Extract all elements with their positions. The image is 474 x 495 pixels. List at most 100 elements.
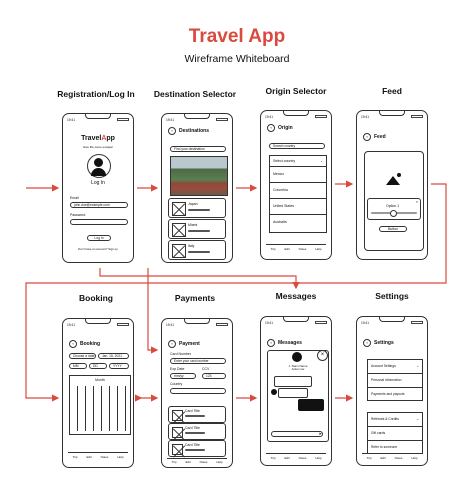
tab-help[interactable]: Help: [216, 460, 223, 464]
option-item[interactable]: Australia: [273, 220, 287, 224]
tab-edit[interactable]: Edit: [284, 456, 290, 460]
status-time: 19:41: [166, 323, 174, 327]
back-icon[interactable]: ‹: [267, 124, 275, 132]
country-select[interactable]: Select country⌄ Mexico Colombia United S…: [269, 155, 327, 233]
day-select[interactable]: DD: [89, 363, 107, 369]
tab-notes[interactable]: Notes: [394, 456, 403, 460]
status-time: 19:41: [166, 118, 174, 122]
list-item[interactable]: Miami: [168, 219, 226, 239]
search-input[interactable]: Find your destination: [170, 146, 226, 152]
phone-settings: 19:41 ‹Settings Account Settings⌄ Person…: [356, 316, 428, 466]
month-select[interactable]: MM: [69, 363, 87, 369]
phone-destination: 19:41 ‹Destinations Find your destinatio…: [161, 113, 233, 263]
card-number-input[interactable]: Enter your card number: [170, 358, 226, 364]
messages-header: ‹Messages: [267, 339, 302, 347]
chat-window: J. Stam Name Active now ➤: [267, 350, 329, 442]
cvv-input[interactable]: 123: [202, 373, 226, 379]
tab-bar: Trip Edit Notes Help: [362, 453, 422, 462]
login-button[interactable]: Log In: [87, 235, 111, 241]
tab-edit[interactable]: Edit: [380, 456, 386, 460]
year-select[interactable]: YYYY: [109, 363, 129, 369]
settings-group-account: Account Settings⌄ Personal Information P…: [367, 359, 423, 401]
flow-arrow-to-payments: [147, 268, 159, 354]
list-item[interactable]: Italy: [168, 240, 226, 260]
tab-notes[interactable]: Notes: [298, 247, 307, 251]
flow-arrow-feed-booking: [25, 183, 447, 402]
date-field[interactable]: Jan. 15, 2021: [98, 353, 129, 359]
chevron-down-icon: ⌄: [416, 417, 419, 421]
label-payments: Payments: [174, 293, 216, 303]
slider-handle[interactable]: [390, 210, 397, 217]
status-time: 19:41: [67, 118, 75, 122]
chevron-down-icon: ⌄: [320, 159, 323, 163]
tab-trip[interactable]: Trip: [171, 460, 177, 464]
settings-item[interactable]: Payments and payouts: [371, 392, 405, 396]
signup-link[interactable]: Don't have an account? Sign up: [78, 247, 118, 251]
password-field[interactable]: [70, 219, 128, 225]
tab-trip[interactable]: Trip: [270, 456, 276, 460]
phone-origin: 19:41 ‹Origin Search country Select coun…: [260, 110, 332, 260]
settings-item[interactable]: Referrals & Credits⌄: [368, 413, 422, 427]
origin-header: ‹Origin: [267, 124, 293, 132]
password-label: Password: [70, 213, 86, 217]
contact-name: J. Stam Name: [288, 364, 308, 368]
calendar[interactable]: Month: [69, 375, 131, 435]
tab-edit[interactable]: Edit: [86, 455, 92, 459]
app-logo: TravelApp: [81, 135, 115, 142]
tab-trip[interactable]: Trip: [366, 456, 372, 460]
settings-item[interactable]: Refer to someone: [371, 445, 398, 449]
close-icon: ×: [415, 200, 418, 204]
message-input[interactable]: [271, 431, 323, 437]
option-item[interactable]: Mexico: [270, 167, 326, 183]
tab-help[interactable]: Help: [315, 456, 322, 460]
send-icon[interactable]: ➤: [318, 431, 322, 436]
tab-trip[interactable]: Trip: [270, 247, 276, 251]
feed-button[interactable]: Button: [379, 226, 407, 232]
label-booking: Booking: [79, 293, 113, 303]
back-icon[interactable]: ‹: [168, 340, 176, 348]
email-field[interactable]: john.doe@example.com: [70, 202, 128, 208]
list-item[interactable]: Japan: [168, 198, 226, 218]
search-input[interactable]: Search country: [269, 143, 325, 149]
option-item[interactable]: United States: [270, 199, 326, 215]
card-item[interactable]: Card Title: [168, 423, 226, 440]
settings-item[interactable]: Personal Information: [368, 374, 422, 388]
tab-trip[interactable]: Trip: [72, 455, 78, 459]
tab-notes[interactable]: Notes: [199, 460, 208, 464]
exp-input[interactable]: mm/yy: [170, 373, 196, 379]
page-subtitle: Wireframe Whiteboard: [184, 53, 290, 65]
label-feed: Feed: [382, 86, 402, 96]
tab-edit[interactable]: Edit: [284, 247, 290, 251]
card-number-label: Card Number: [170, 352, 192, 356]
back-icon[interactable]: ‹: [168, 127, 176, 135]
cvv-label: CCV: [202, 367, 210, 371]
exp-label: Exp Date: [170, 367, 185, 371]
back-icon[interactable]: ‹: [363, 339, 371, 347]
card-item[interactable]: Card Title: [168, 440, 226, 457]
settings-item[interactable]: Account Settings⌄: [368, 360, 422, 374]
phone-login: 19:41 TravelApp Give life some escape! L…: [62, 113, 134, 263]
phone-payments: 19:41 ‹Payment Card Number Enter your ca…: [161, 318, 233, 468]
close-icon[interactable]: ×: [317, 350, 328, 361]
back-icon[interactable]: ‹: [69, 340, 77, 348]
back-icon[interactable]: ‹: [363, 133, 371, 141]
tab-bar: Trip Edit Notes Help: [167, 458, 227, 465]
country-input[interactable]: [170, 388, 226, 394]
avatar: [87, 154, 111, 178]
tab-help[interactable]: Help: [411, 456, 418, 460]
settings-item[interactable]: Gift cards: [368, 427, 422, 441]
feed-card: Option 1 × Button: [364, 151, 424, 251]
chevron-down-icon: ⌄: [416, 364, 419, 368]
option-item[interactable]: Colombia: [270, 183, 326, 199]
tab-notes[interactable]: Notes: [298, 456, 307, 460]
back-icon[interactable]: ‹: [267, 339, 275, 347]
label-origin: Origin Selector: [265, 86, 327, 96]
card-item[interactable]: Card Title: [168, 406, 226, 423]
tab-help[interactable]: Help: [315, 247, 322, 251]
tab-notes[interactable]: Notes: [100, 455, 109, 459]
contact-status: Active now: [291, 368, 305, 371]
tab-edit[interactable]: Edit: [185, 460, 191, 464]
tab-help[interactable]: Help: [117, 455, 124, 459]
feed-header: ‹Feed: [363, 133, 386, 141]
destination-header: ‹Destinations: [168, 127, 209, 135]
